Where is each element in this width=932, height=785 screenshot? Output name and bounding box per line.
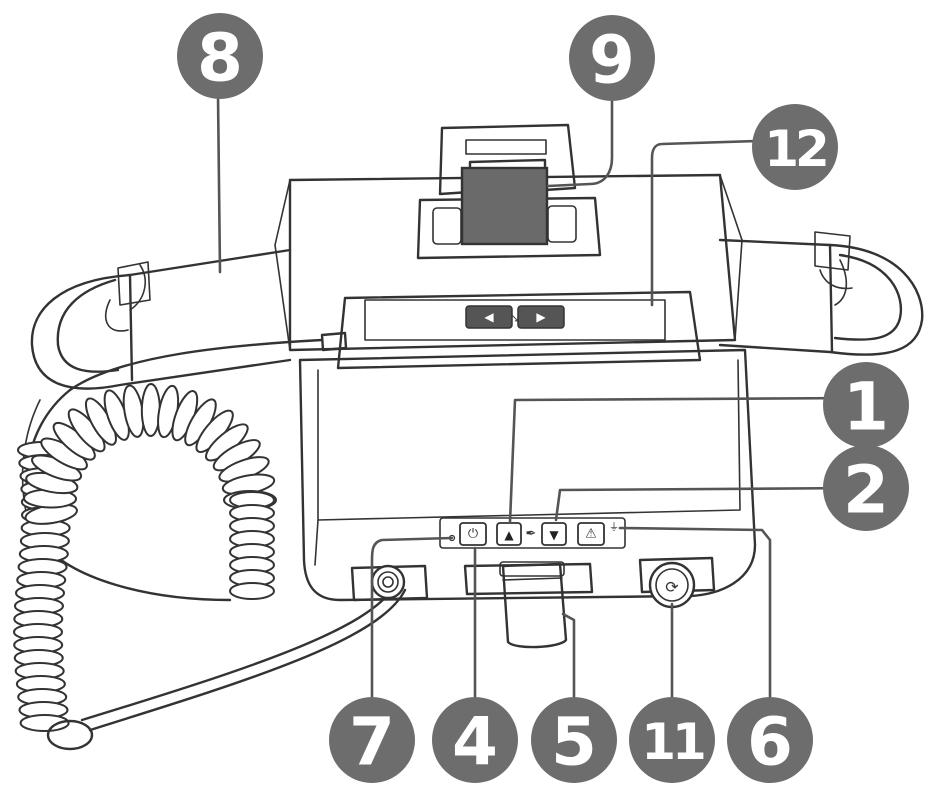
svg-text:6: 6 — [747, 704, 793, 781]
control-panel: ⏻ ▲ ✒ ▼ ⚠ ⏚ — [439, 517, 626, 549]
svg-text:4: 4 — [452, 704, 498, 781]
callout-1: 1 — [823, 362, 909, 448]
callout-2: 2 — [823, 445, 909, 531]
device-body — [274, 123, 757, 602]
coiled-cable — [13, 338, 407, 751]
drip-icon: ✒ — [526, 527, 537, 542]
alarm-button[interactable] — [577, 522, 605, 546]
svg-text:12: 12 — [764, 120, 826, 178]
door-release: ◀ ▶ ↘ — [465, 305, 565, 329]
callout-8: 8 — [177, 13, 263, 99]
svg-text:8: 8 — [197, 20, 243, 97]
clamp-block — [460, 166, 549, 246]
svg-text:7: 7 — [349, 704, 395, 781]
cable-connector — [370, 564, 406, 600]
arrow-down-icon: ▼ — [549, 528, 559, 542]
callouts: 8 9 12 1 2 7 4 5 — [177, 13, 909, 783]
callout-9: 9 — [569, 15, 655, 101]
down-button[interactable] — [541, 522, 567, 546]
unlock-icon: ↘ — [510, 312, 519, 325]
power-icon: ⏻ — [468, 527, 478, 542]
callout-5: 5 — [531, 697, 617, 783]
leader-lines — [216, 93, 862, 714]
callout-12: 12 — [752, 104, 838, 190]
callout-6: 6 — [727, 697, 813, 783]
svg-text:2: 2 — [843, 452, 889, 529]
right-handle — [718, 231, 924, 356]
callout-11: 11 — [629, 697, 715, 783]
door-release-left-button[interactable] — [465, 305, 513, 329]
up-button[interactable] — [496, 522, 522, 546]
arrow-right-icon: ▶ — [536, 310, 546, 324]
svg-text:1: 1 — [843, 369, 889, 446]
coil-loop — [229, 582, 275, 600]
arrow-left-icon: ◀ — [484, 310, 494, 324]
coil-loop — [19, 714, 70, 732]
rotate-icon: ⟳ — [665, 578, 679, 597]
callout-7: 7 — [329, 697, 415, 783]
callout-4: 4 — [432, 697, 518, 783]
left-handle — [30, 248, 292, 390]
ground-icon: ⏚ — [609, 522, 619, 534]
svg-text:9: 9 — [589, 22, 635, 99]
door-release-right-button[interactable] — [517, 305, 565, 329]
clip[interactable] — [501, 562, 568, 649]
svg-text:5: 5 — [551, 704, 597, 781]
coil-loop — [140, 383, 161, 438]
svg-text:11: 11 — [641, 713, 704, 771]
power-button[interactable] — [459, 522, 487, 546]
arrow-up-icon: ▲ — [504, 528, 514, 542]
warning-triangle-icon: ⚠ — [585, 527, 597, 542]
